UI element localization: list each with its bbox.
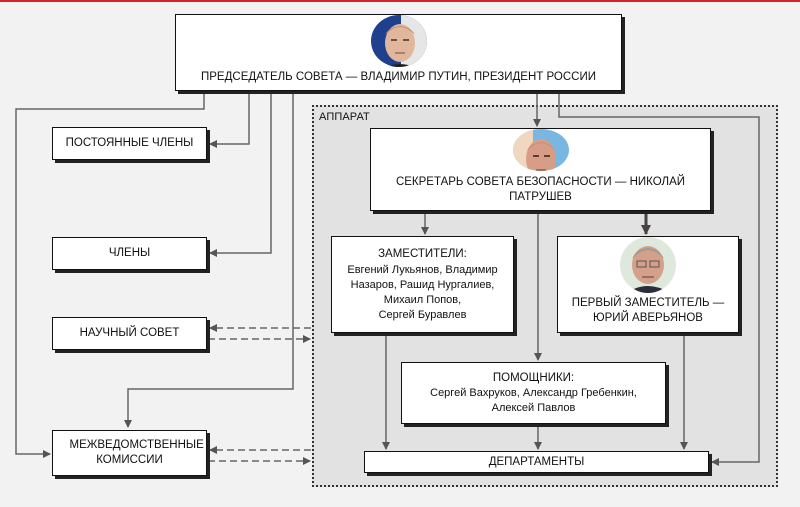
- science-council-label: НАУЧНЫЙ СОВЕТ: [79, 327, 180, 339]
- first-deputy-caption-line: ЮРИЙ АВЕРЬЯНОВ: [593, 312, 703, 324]
- connector-chairman-commissions-outer: [15, 91, 205, 458]
- departments-box: ДЕПАРТАМЕНТЫ: [364, 451, 709, 473]
- connector-chairman-permanent: [209, 91, 250, 148]
- deputies-title: ЗАМЕСТИТЕЛИ:: [378, 247, 467, 260]
- assistants-name-line: Сергей Вахруков, Александр Гребенкин,: [430, 386, 637, 399]
- connector-chairman-members: [209, 91, 272, 257]
- chairman-box: ПРЕДСЕДАТЕЛЬ СОВЕТА — ВЛАДИМИР ПУТИН, ПР…: [175, 14, 622, 91]
- apparatus-label: АППАРАТ: [319, 111, 370, 123]
- deputies-name-line: Евгений Лукьянов, Владимир: [347, 263, 498, 276]
- secretary-photo: [512, 129, 569, 171]
- chairman-caption: ПРЕДСЕДАТЕЛЬ СОВЕТА — ВЛАДИМИР ПУТИН, ПР…: [201, 71, 596, 83]
- connector-chairman-commissions-inner: [124, 91, 294, 428]
- science-council-box: НАУЧНЫЙ СОВЕТ: [52, 317, 207, 350]
- first-deputy-box: ПЕРВЫЙ ЗАМЕСТИТЕЛЬ — ЮРИЙ АВЕРЬЯНОВ: [557, 236, 739, 333]
- assistants-title: ПОМОЩНИКИ:: [492, 371, 575, 384]
- assistants-box: ПОМОЩНИКИ: Сергей Вахруков, Александр Гр…: [401, 362, 666, 424]
- members-label: ЧЛЕНЫ: [108, 247, 151, 259]
- assistants-name-line: Алексей Павлов: [491, 401, 576, 414]
- deputies-name-line: Сергей Буравлев: [378, 308, 467, 321]
- interagency-commissions-label: МЕЖВЕДОМСТВЕННЫЕ КОМИССИИ: [69, 439, 204, 466]
- secretary-caption: СЕКРЕТАРЬ СОВЕТА БЕЗОПАСНОСТИ — НИКОЛАЙ …: [395, 176, 686, 203]
- connector-chairman-departments: [558, 91, 760, 466]
- first-deputy-caption-line: ПЕРВЫЙ ЗАМЕСТИТЕЛЬ —: [571, 297, 725, 309]
- secretary-box: СЕКРЕТАРЬ СОВЕТА БЕЗОПАСНОСТИ — НИКОЛАЙ …: [370, 128, 711, 211]
- deputies-name-line: Назаров, Рашид Нургалиев,: [350, 278, 495, 291]
- interagency-commissions-box: МЕЖВЕДОМСТВЕННЫЕ КОМИССИИ: [52, 430, 207, 476]
- deputies-box: ЗАМЕСТИТЕЛИ: Евгений Лукьянов, Владимир …: [331, 236, 514, 333]
- first-deputy-photo: [620, 237, 676, 293]
- chairman-photo: [370, 15, 427, 67]
- members-box: ЧЛЕНЫ: [52, 237, 207, 270]
- top-accent-bar: [0, 0, 800, 2]
- deputies-name-line: Михаил Попов,: [383, 293, 462, 306]
- permanent-members-label: ПОСТОЯННЫЕ ЧЛЕНЫ: [65, 137, 194, 149]
- permanent-members-box: ПОСТОЯННЫЕ ЧЛЕНЫ: [52, 127, 207, 160]
- departments-label: ДЕПАРТАМЕНТЫ: [488, 455, 585, 468]
